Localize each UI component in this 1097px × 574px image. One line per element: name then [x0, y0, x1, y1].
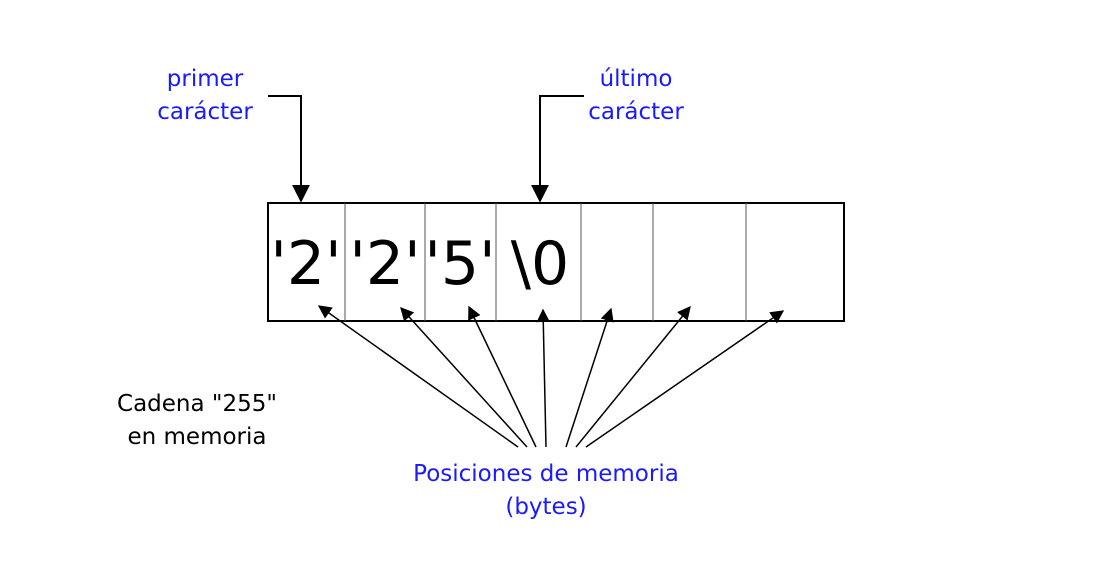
last-char-label-line1: último: [600, 66, 673, 92]
caption-line2: en memoria: [127, 424, 266, 450]
first-char-arrow: [268, 95, 310, 203]
first-char-label-line1: primer: [167, 66, 244, 92]
position-arrow-2: [400, 306, 528, 448]
memory-box-border: [267, 202, 845, 322]
cell-char-3: '5': [424, 229, 495, 299]
position-arrow-5: [565, 307, 614, 448]
last-char-arrow: [531, 95, 584, 203]
position-arrow-6: [575, 305, 691, 448]
memory-positions-label-line2: (bytes): [505, 494, 586, 520]
position-arrow-1: [317, 305, 519, 448]
cell-char-2: '2': [349, 229, 420, 299]
position-arrow-7: [585, 310, 785, 448]
position-arrow-4: [536, 308, 551, 448]
cell-char-terminator: \0: [511, 229, 569, 299]
memory-box: '2' '2' '5' \0: [267, 202, 845, 322]
memory-positions-label-line1: Posiciones de memoria: [413, 461, 679, 487]
cell-char-1: '2': [270, 229, 341, 299]
first-char-label-line2: carácter: [157, 99, 253, 125]
last-char-label-line2: carácter: [588, 99, 684, 125]
position-arrow-3: [468, 305, 537, 448]
memory-position-arrows: [317, 305, 785, 448]
caption-line1: Cadena "255": [117, 391, 277, 417]
